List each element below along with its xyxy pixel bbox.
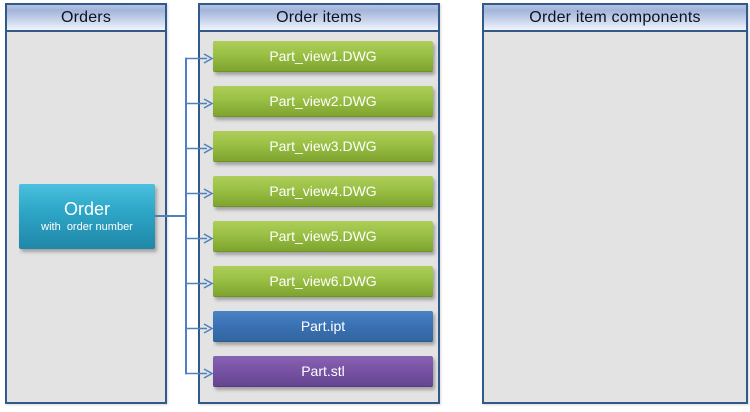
panel-components-body xyxy=(484,32,746,400)
panel-order-items-title: Order items xyxy=(200,5,438,32)
order-item-node: Part.stl xyxy=(213,356,433,387)
panel-order-items-body: Part_view1.DWG Part_view2.DWG Part_view3… xyxy=(200,32,438,400)
order-node: Order with order number xyxy=(19,184,155,249)
panel-order-items: Order items Part_view1.DWG Part_view2.DW… xyxy=(198,3,440,404)
panel-components-title: Order item components xyxy=(484,5,746,32)
panel-orders-title: Orders xyxy=(7,5,165,32)
order-item-node: Part_view1.DWG xyxy=(213,41,433,72)
order-item-node: Part_view6.DWG xyxy=(213,266,433,297)
panel-components: Order item components xyxy=(482,3,748,404)
order-item-node: Part.ipt xyxy=(213,311,433,342)
order-node-subtitle: with order number xyxy=(41,221,133,233)
order-node-title: Order xyxy=(63,199,110,219)
order-item-node: Part_view3.DWG xyxy=(213,131,433,162)
order-item-node: Part_view4.DWG xyxy=(213,176,433,207)
order-item-node: Part_view2.DWG xyxy=(213,86,433,117)
order-item-node: Part_view5.DWG xyxy=(213,221,433,252)
